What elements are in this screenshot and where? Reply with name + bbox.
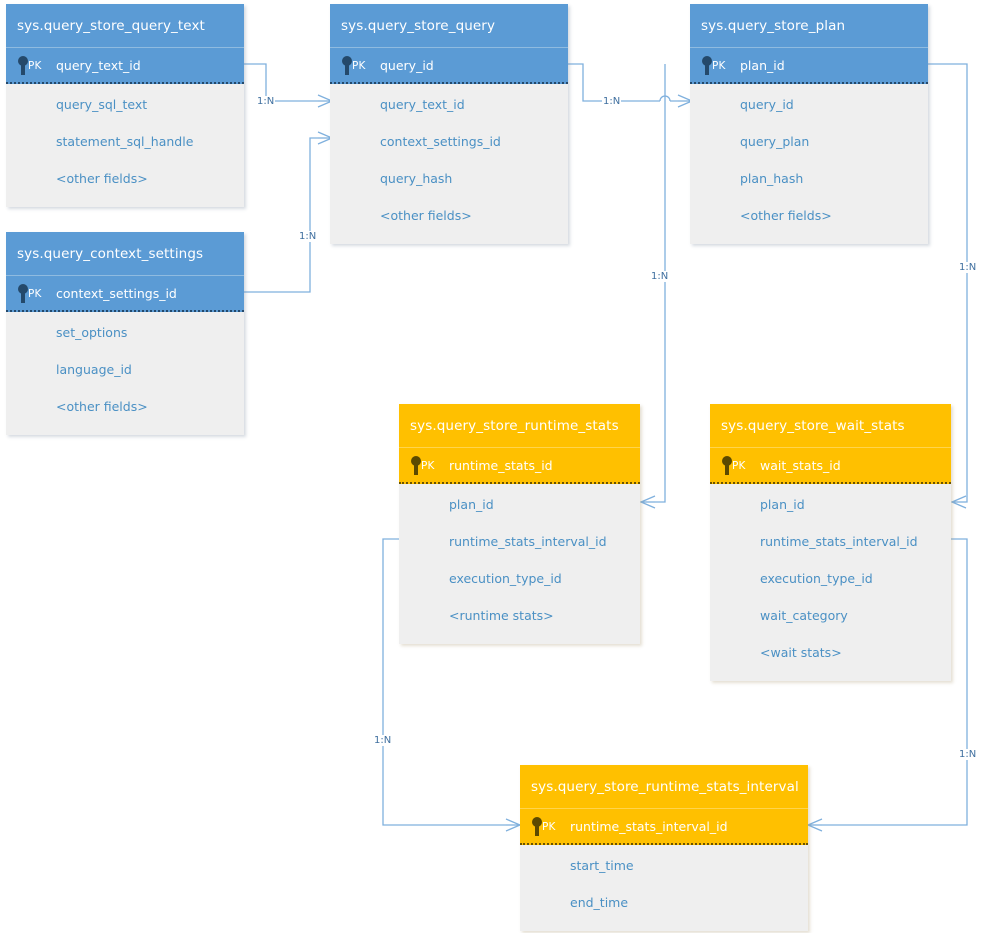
key-icon	[702, 56, 712, 75]
entity-query-store-runtime-stats-interval[interactable]: sys.query_store_runtime_stats_interval P…	[520, 765, 808, 931]
pk-field-name: query_id	[380, 58, 434, 73]
pk-field-name: runtime_stats_id	[449, 458, 553, 473]
entity-title: sys.query_store_query_text	[6, 4, 244, 48]
key-icon	[411, 456, 421, 475]
field-row: wait_category	[760, 608, 848, 623]
field-row: <other fields>	[56, 399, 148, 414]
entity-fields: query_id query_plan plan_hash <other fie…	[690, 84, 928, 244]
entity-title: sys.query_store_runtime_stats	[399, 404, 640, 448]
entity-query-context-settings[interactable]: sys.query_context_settings PK context_se…	[6, 232, 244, 435]
entity-query-store-wait-stats[interactable]: sys.query_store_wait_stats PK wait_stats…	[710, 404, 951, 681]
pk-badge: PK	[421, 460, 435, 472]
pk-badge: PK	[542, 821, 556, 833]
field-row: runtime_stats_interval_id	[449, 534, 607, 549]
cardinality-label-r7: 1:N	[958, 749, 978, 760]
field-row: runtime_stats_interval_id	[760, 534, 918, 549]
field-row: statement_sql_handle	[56, 134, 194, 149]
pk-field-name: runtime_stats_interval_id	[570, 819, 728, 834]
cardinality-label-r2: 1:N	[298, 231, 318, 242]
entity-primary-key-row: PK query_id	[330, 48, 568, 84]
field-row: plan_id	[760, 497, 805, 512]
field-row: query_sql_text	[56, 97, 148, 112]
entity-title: sys.query_store_plan	[690, 4, 928, 48]
key-icon	[342, 56, 352, 75]
entity-fields: start_time end_time	[520, 845, 808, 931]
cardinality-label-r3: 1:N	[602, 96, 622, 107]
entity-primary-key-row: PK runtime_stats_interval_id	[520, 809, 808, 845]
entity-fields: plan_id runtime_stats_interval_id execut…	[710, 484, 951, 681]
pk-field-name: context_settings_id	[56, 286, 177, 301]
cardinality-label-r4: 1:N	[650, 271, 670, 282]
cardinality-label-r1: 1:N	[256, 96, 276, 107]
pk-field-name: query_text_id	[56, 58, 141, 73]
connector-plan-to-runtime-stats	[639, 64, 666, 509]
field-row: <runtime stats>	[449, 608, 554, 623]
connector-context-settings-to-query	[244, 131, 334, 293]
connector-query-to-plan	[568, 63, 694, 108]
pk-badge: PK	[732, 460, 746, 472]
field-row: plan_hash	[740, 171, 804, 186]
field-row: context_settings_id	[380, 134, 501, 149]
pk-field-name: wait_stats_id	[760, 458, 841, 473]
entity-query-store-runtime-stats[interactable]: sys.query_store_runtime_stats PK runtime…	[399, 404, 640, 644]
cardinality-label-r6: 1:N	[373, 735, 393, 746]
entity-primary-key-row: PK context_settings_id	[6, 276, 244, 312]
field-row: query_hash	[380, 171, 453, 186]
entity-fields: query_sql_text statement_sql_handle <oth…	[6, 84, 244, 207]
field-row: language_id	[56, 362, 132, 377]
field-row: execution_type_id	[760, 571, 873, 586]
entity-fields: set_options language_id <other fields>	[6, 312, 244, 435]
field-row: <other fields>	[740, 208, 832, 223]
field-row: execution_type_id	[449, 571, 562, 586]
field-row: query_id	[740, 97, 794, 112]
pk-badge: PK	[28, 60, 42, 72]
key-icon	[18, 56, 28, 75]
pk-badge: PK	[352, 60, 366, 72]
entity-title: sys.query_context_settings	[6, 232, 244, 276]
entity-primary-key-row: PK plan_id	[690, 48, 928, 84]
field-row: <other fields>	[380, 208, 472, 223]
field-row: end_time	[570, 895, 629, 910]
entity-query-store-query[interactable]: sys.query_store_query PK query_id query_…	[330, 4, 568, 244]
field-row: <other fields>	[56, 171, 148, 186]
entity-query-store-query-text[interactable]: sys.query_store_query_text PK query_text…	[6, 4, 244, 207]
entity-title: sys.query_store_runtime_stats_interval	[520, 765, 808, 809]
cardinality-label-r5: 1:N	[958, 262, 978, 273]
entity-fields: plan_id runtime_stats_interval_id execut…	[399, 484, 640, 644]
entity-primary-key-row: PK wait_stats_id	[710, 448, 951, 484]
pk-badge: PK	[712, 60, 726, 72]
field-row: query_text_id	[380, 97, 465, 112]
entity-title: sys.query_store_wait_stats	[710, 404, 951, 448]
field-row: <wait stats>	[760, 645, 842, 660]
key-icon	[18, 284, 28, 303]
key-icon	[532, 817, 542, 836]
entity-title: sys.query_store_query	[330, 4, 568, 48]
pk-badge: PK	[28, 288, 42, 300]
key-icon	[722, 456, 732, 475]
field-row: set_options	[56, 325, 128, 340]
entity-primary-key-row: PK runtime_stats_id	[399, 448, 640, 484]
entity-query-store-plan[interactable]: sys.query_store_plan PK plan_id query_id…	[690, 4, 928, 244]
entity-primary-key-row: PK query_text_id	[6, 48, 244, 84]
pk-field-name: plan_id	[740, 58, 785, 73]
field-row: query_plan	[740, 134, 810, 149]
field-row: plan_id	[449, 497, 494, 512]
field-row: start_time	[570, 858, 634, 873]
entity-fields: query_text_id context_settings_id query_…	[330, 84, 568, 244]
